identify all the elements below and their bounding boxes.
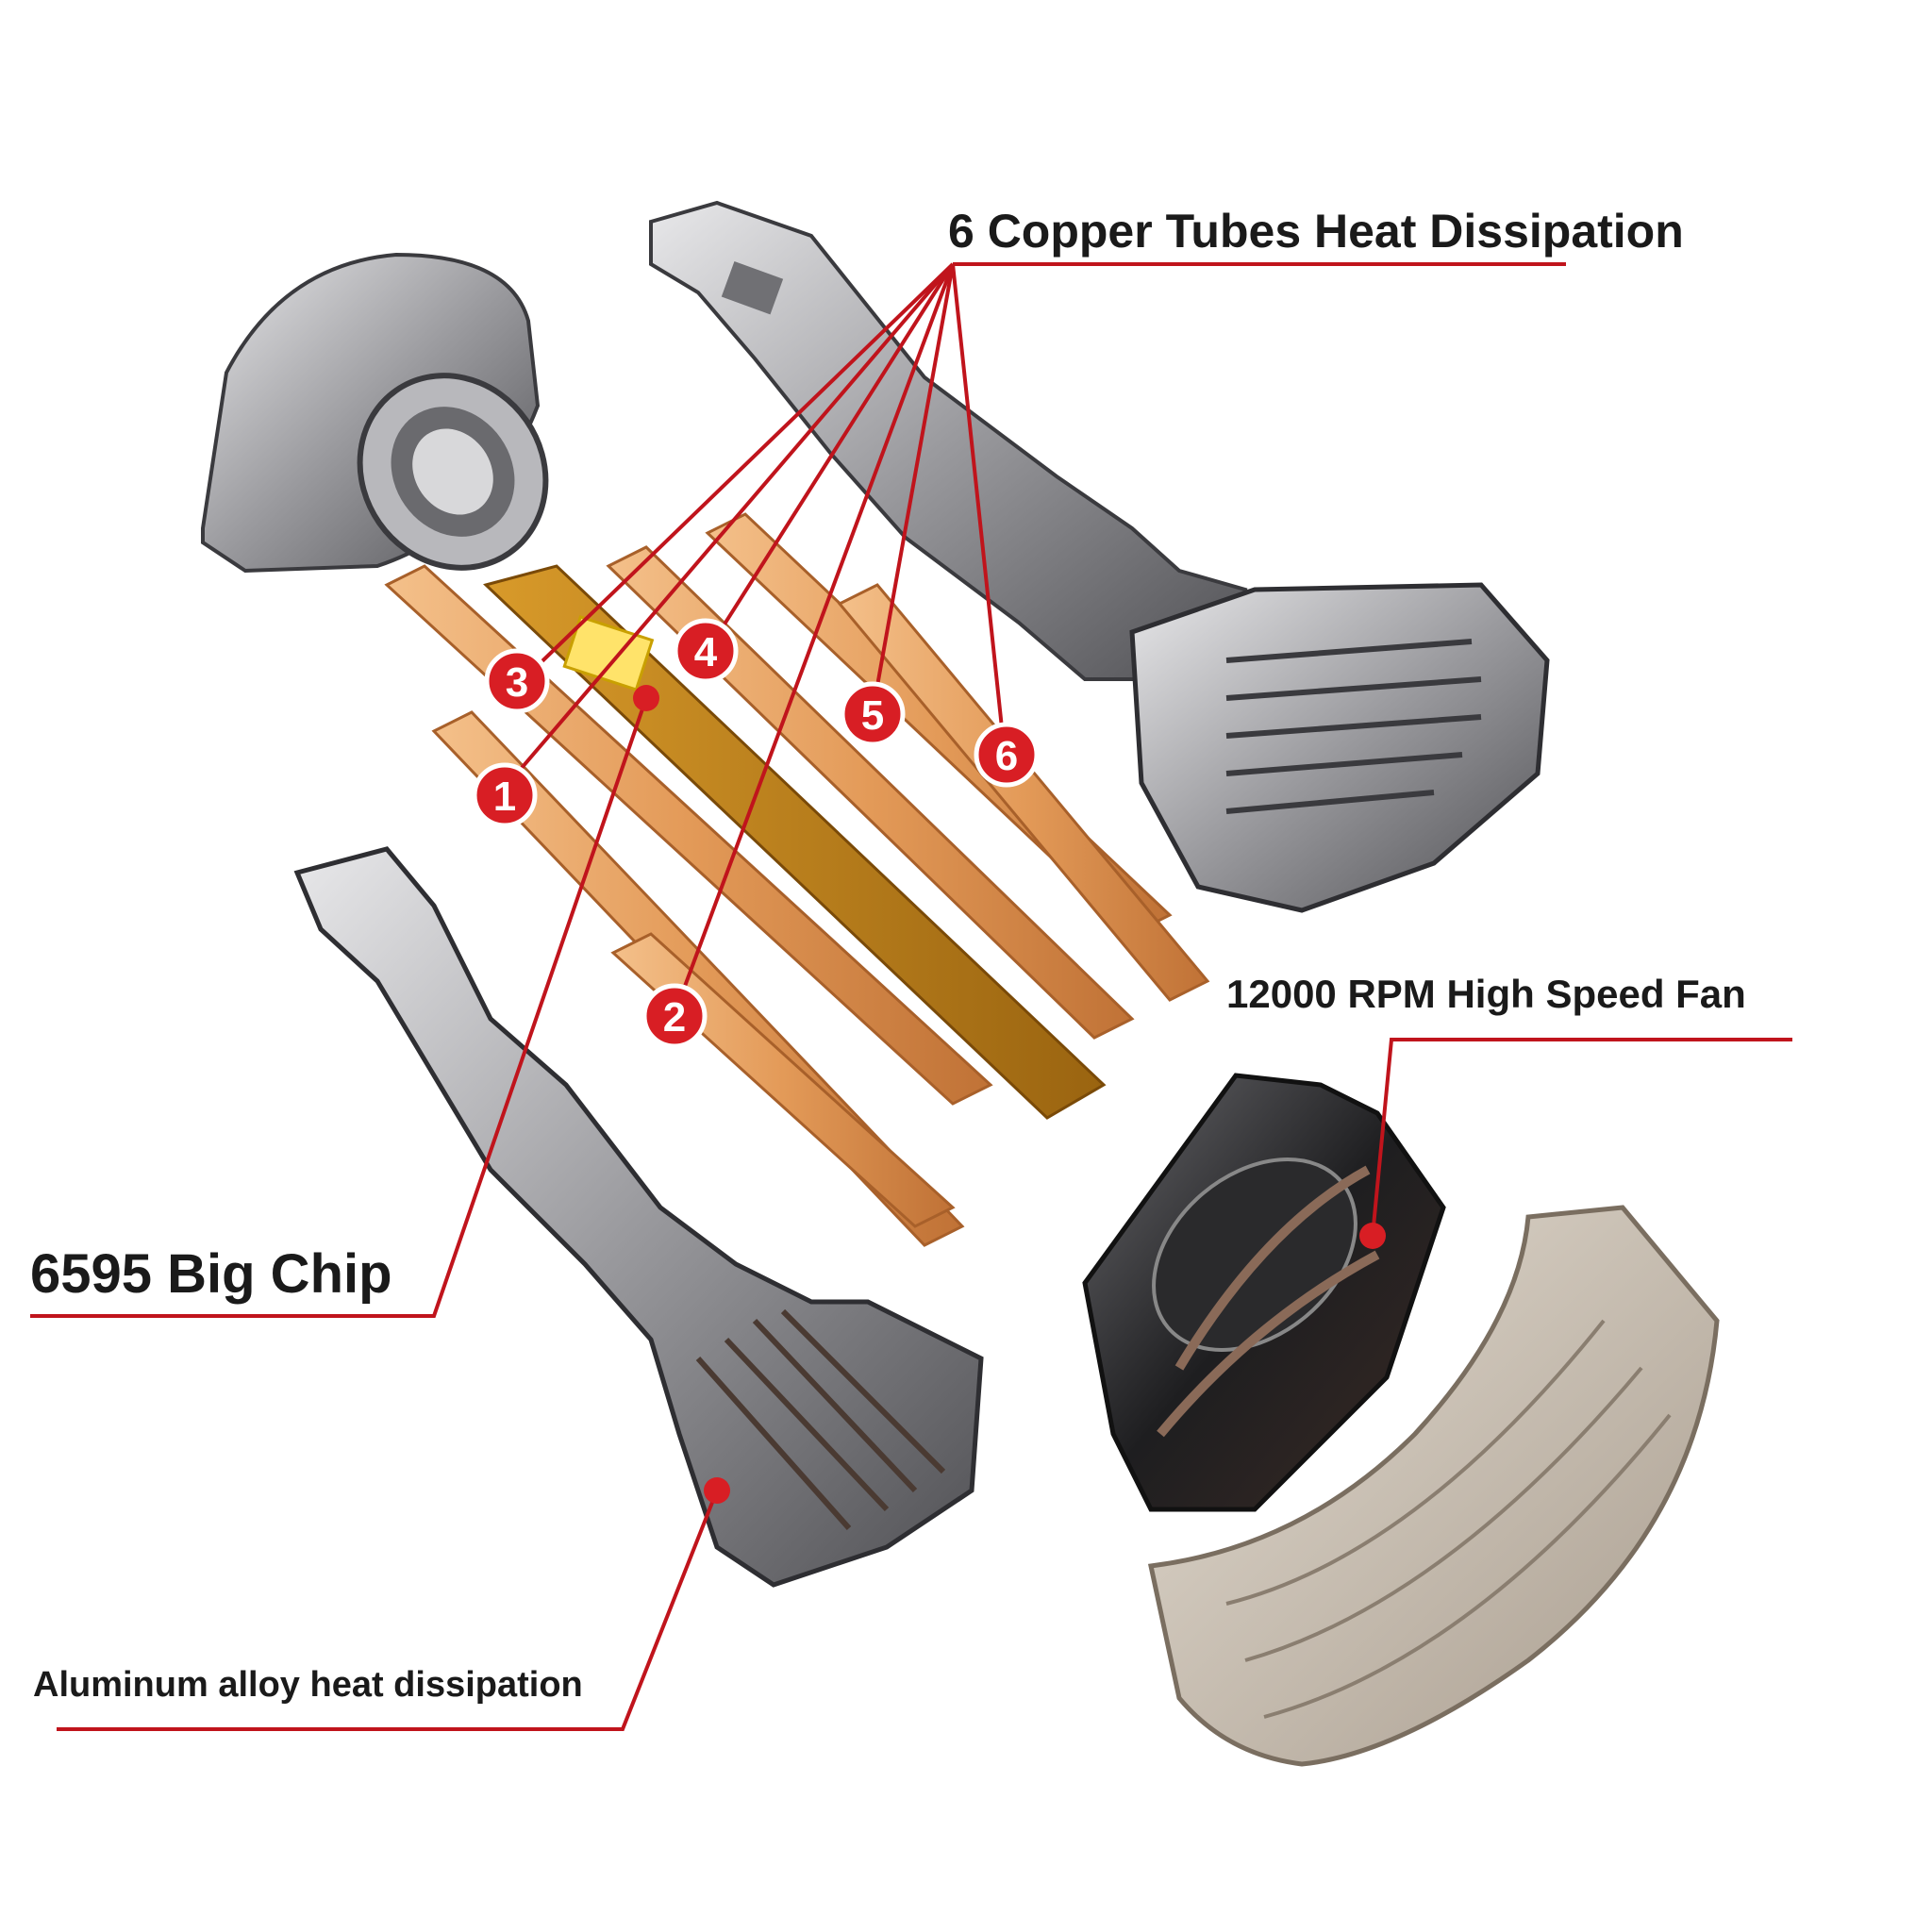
aluminum-label: Aluminum alloy heat dissipation (33, 1665, 583, 1705)
pointer-dots (633, 685, 1386, 1504)
fan-shroud (1147, 1205, 1720, 1767)
svg-text:6: 6 (995, 733, 1018, 779)
cooling-fan (1082, 1073, 1446, 1512)
lower-housing-half (293, 846, 984, 1588)
marker-3: 3 (484, 648, 550, 714)
aluminum-pointer-dot (704, 1477, 730, 1504)
upper-fin-lines (1225, 639, 1482, 814)
fan-leader (1371, 1038, 1792, 1237)
fan-label: 12000 RPM High Speed Fan (1226, 972, 1746, 1016)
marker-4: 4 (673, 618, 739, 684)
svg-text:2: 2 (663, 994, 686, 1041)
chip-leader (30, 697, 648, 1318)
marker-5: 5 (840, 681, 906, 747)
svg-text:3: 3 (506, 659, 528, 706)
marker-6: 6 (974, 722, 1040, 788)
copper-tubes-label: 6 Copper Tubes Heat Dissipation (948, 205, 1684, 258)
svg-text:1: 1 (493, 774, 516, 820)
marker-1: 1 (472, 762, 538, 828)
svg-text:4: 4 (694, 629, 718, 675)
copper-tube-6 (837, 583, 1210, 1002)
upper-housing-half (649, 200, 1550, 913)
svg-text:5: 5 (861, 692, 884, 739)
marker-2: 2 (641, 983, 708, 1049)
copper-tube-4 (606, 545, 1135, 1040)
chip-pointer-dot (633, 685, 659, 711)
aluminum-leader (57, 1490, 719, 1731)
chip-label: 6595 Big Chip (30, 1243, 392, 1305)
fan-pointer-dot (1359, 1223, 1386, 1249)
lower-fin-lines (695, 1308, 946, 1530)
bayonet-mount-ring (201, 252, 549, 574)
leader-lines (30, 262, 1792, 1731)
